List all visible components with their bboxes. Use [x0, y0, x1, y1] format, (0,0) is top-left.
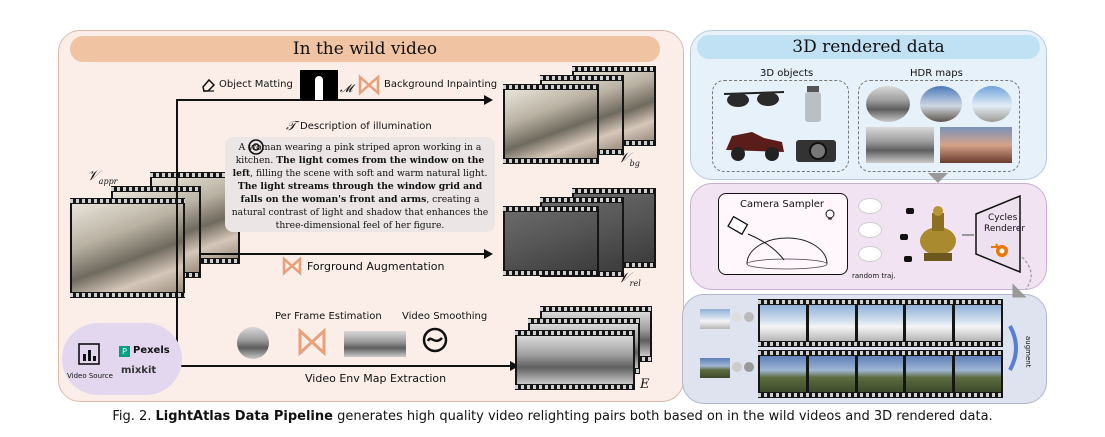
censer-object-icon — [920, 206, 956, 261]
hdr-label: HDR maps — [910, 68, 963, 79]
camera-marker-1-icon — [906, 208, 914, 214]
arrow-to-renderer — [962, 234, 974, 236]
light-bulb-icon — [825, 209, 835, 220]
arrow-to-bg — [176, 99, 486, 101]
env-sphere-image — [237, 327, 269, 359]
input-frame-1 — [70, 198, 185, 298]
arrow-to-rel — [200, 253, 485, 255]
hdr-sphere-3 — [972, 86, 1012, 122]
rel-frame-1 — [503, 206, 599, 276]
probe-ball-4 — [744, 362, 754, 372]
camera-marker-2-icon — [900, 234, 908, 240]
render-frame — [760, 356, 806, 392]
render-frame — [760, 305, 806, 341]
pexels-label: Pexels — [133, 345, 170, 356]
probe-ball-3 — [732, 362, 742, 372]
video-source-box — [62, 323, 182, 395]
sunglasses-icon — [723, 91, 785, 107]
augment-label: augment — [1024, 336, 1032, 368]
arrow-head-bg — [484, 95, 493, 105]
rendered-data-title: 3D rendered data — [697, 35, 1040, 59]
render-frame — [906, 305, 953, 341]
camera-icon — [796, 140, 836, 162]
pexels-logo-icon: P — [119, 346, 130, 357]
figure-caption: Fig. 2. LightAtlas Data Pipeline generat… — [112, 409, 993, 424]
hdr-sphere-1 — [866, 86, 910, 122]
mask-symbol: 𝓜 — [340, 82, 353, 95]
t-symbol: 𝒯 — [286, 119, 296, 134]
mask-image — [300, 70, 338, 100]
render-frame — [857, 356, 904, 392]
probe-ball-2 — [744, 312, 754, 322]
smoothing-icon — [422, 327, 448, 353]
hdr-sphere-2 — [920, 86, 962, 122]
render-frame — [955, 305, 1001, 341]
env-thumb-2 — [700, 358, 730, 378]
render-frame — [808, 305, 855, 341]
bowtie-icon-2 — [282, 256, 302, 276]
dashed-curve-arrow — [1021, 256, 1032, 290]
render-frame — [857, 305, 904, 341]
wild-video-title: In the wild video — [70, 36, 660, 62]
blender-icon — [991, 243, 1008, 257]
env-thumb-1 — [700, 309, 730, 329]
arrow-to-env — [176, 365, 511, 367]
mixkit-label: mixkit — [121, 365, 157, 376]
probe-ball-1 — [732, 312, 742, 322]
background-inpainting-label: Background Inpainting — [384, 79, 498, 90]
foreground-augmentation-label: Forground Augmentation — [307, 260, 445, 273]
arrow-head-env — [510, 361, 519, 371]
cycles-label-1: Cycles — [988, 213, 1018, 223]
hdr-pano-2 — [940, 127, 1012, 163]
bottle-icon — [805, 86, 821, 122]
traj-thumb-2 — [858, 222, 882, 238]
render-frame — [906, 356, 953, 392]
render-frame — [955, 356, 1001, 392]
video-source-label: Video Source — [67, 372, 113, 380]
mask-silhouette — [315, 76, 323, 100]
illumination-description: A woman wearing a pink striped apron wor… — [225, 137, 495, 232]
v-appr-label: 𝒱appr — [87, 168, 118, 186]
camera-sampler-label: Camera Sampler — [740, 199, 825, 210]
down-arrow-1 — [928, 173, 948, 183]
bg-frame-1 — [503, 84, 599, 164]
random-traj-label: random traj. — [852, 272, 896, 280]
traj-thumb-1 — [858, 198, 882, 214]
camera-marker-3-icon — [904, 256, 912, 262]
env-map-extraction-label: Video Env Map Extraction — [305, 372, 447, 385]
hdr-pano-1 — [866, 127, 934, 163]
bowtie-icon-3 — [298, 328, 326, 356]
cycles-label-2: Renderer — [984, 224, 1026, 234]
renderer-frustum — [975, 194, 1021, 274]
render-frame — [808, 356, 855, 392]
v-rel-label: 𝒱rel — [618, 270, 641, 288]
arrow-head-rel — [484, 249, 493, 259]
video-smoothing-label: Video Smoothing — [402, 311, 488, 322]
trunk-line — [176, 100, 178, 366]
chatgpt-icon — [248, 139, 264, 155]
car-icon — [726, 132, 784, 161]
object-matting-label: Object Matting — [219, 79, 293, 90]
traj-thumb-3 — [858, 246, 882, 262]
v-bg-label: 𝒱bg — [618, 150, 640, 168]
augment-arrow-icon — [1008, 325, 1018, 371]
hdr-box — [858, 80, 1020, 172]
bowtie-icon — [358, 74, 380, 96]
env-pano-image — [344, 331, 406, 357]
e-label: E — [640, 377, 650, 392]
video-source-icon — [78, 343, 100, 365]
per-frame-estimation-label: Per Frame Estimation — [275, 311, 382, 322]
eraser-icon — [202, 78, 216, 92]
objects-box — [712, 80, 849, 172]
description-title: Description of illumination — [300, 121, 432, 132]
render-strip-field — [758, 350, 1003, 398]
objects-label: 3D objects — [760, 68, 814, 79]
env-frame-1 — [515, 330, 635, 390]
hemisphere-icon — [727, 215, 828, 270]
render-strip-snow — [758, 299, 1003, 347]
